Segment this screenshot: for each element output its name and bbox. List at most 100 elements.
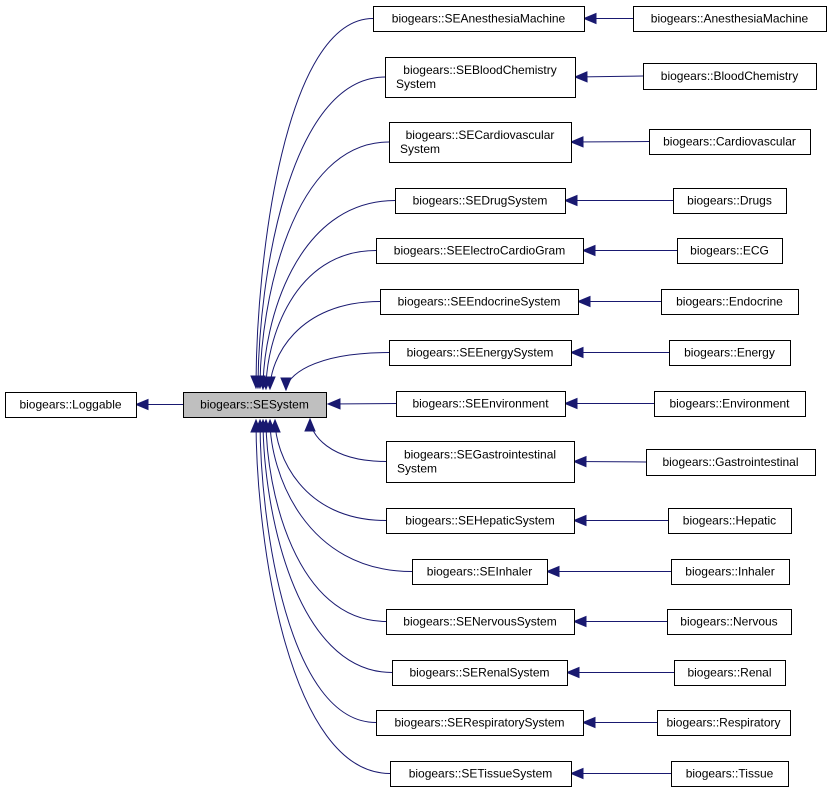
class-node-ecg[interactable]: biogears::ECG <box>677 238 783 264</box>
class-node-box-se_cardio <box>389 122 572 163</box>
edge-se_gastro-to-sesystem <box>309 418 387 462</box>
class-node-label-se_energy-0: biogears::SEEnergySystem <box>407 346 554 360</box>
arrowhead-renal-to-se_renal <box>565 666 580 679</box>
class-node-label-se_inhaler-0: biogears::SEInhaler <box>427 565 532 579</box>
edge-se_energy-to-sesystem <box>285 352 390 391</box>
class-node-label-drugs-0: biogears::Drugs <box>687 194 772 208</box>
class-node-label-ecg-0: biogears::ECG <box>690 244 769 258</box>
arrowhead-gastro-to-se_gastro <box>572 455 587 468</box>
class-node-gastro[interactable]: biogears::Gastrointestinal <box>646 449 816 476</box>
class-node-se_nervous[interactable]: biogears::SENervousSystem <box>386 609 575 635</box>
class-node-label-se_blood-0: biogears::SEBloodChemistry <box>403 63 556 77</box>
class-node-box-anesthesia <box>633 6 827 32</box>
class-node-endocrine[interactable]: biogears::Endocrine <box>661 289 799 315</box>
arrowhead-se_energy-to-sesystem <box>280 377 292 392</box>
class-node-box-drugs <box>673 188 787 214</box>
class-node-hepatic[interactable]: biogears::Hepatic <box>668 508 792 534</box>
class-node-label-tissue-0: biogears::Tissue <box>686 767 774 781</box>
class-node-renal[interactable]: biogears::Renal <box>674 660 786 686</box>
class-node-box-se_env <box>396 391 566 417</box>
edge-se_anesthesia-to-sesystem <box>255 18 374 389</box>
edge-cardio-to-se_cardio <box>570 141 650 143</box>
class-node-environment[interactable]: biogears::Environment <box>654 391 806 417</box>
class-node-sesystem[interactable]: biogears::SESystem <box>183 392 327 418</box>
class-node-tissue[interactable]: biogears::Tissue <box>671 761 789 787</box>
class-node-label-hepatic-0: biogears::Hepatic <box>683 514 776 528</box>
class-node-loggable[interactable]: biogears::Loggable <box>5 392 137 418</box>
arrowhead-nervous-to-se_nervous <box>572 615 587 628</box>
class-node-label-sesystem-0: biogears::SESystem <box>200 398 309 412</box>
class-node-box-se_tissue <box>390 761 572 787</box>
class-node-inhaler[interactable]: biogears::Inhaler <box>671 559 790 585</box>
arrowhead-ecg-to-se_ecg <box>581 244 596 257</box>
class-node-anesthesia[interactable]: biogears::AnesthesiaMachine <box>633 6 827 32</box>
class-node-box-tissue <box>671 761 789 787</box>
class-node-box-ecg <box>677 238 783 264</box>
class-node-label-se_cardio-0: biogears::SECardiovascular <box>406 128 555 142</box>
class-node-box-respiratory <box>657 710 791 736</box>
class-node-box-se_gastro <box>386 441 575 483</box>
arrowhead-anesthesia-to-se_anesthesia <box>582 12 597 25</box>
class-node-label-se_renal-0: biogears::SERenalSystem <box>409 666 549 680</box>
class-node-energy[interactable]: biogears::Energy <box>669 340 791 366</box>
class-node-se_energy[interactable]: biogears::SEEnergySystem <box>389 340 572 366</box>
class-node-box-renal <box>674 660 786 686</box>
class-node-box-se_ecg <box>376 238 584 264</box>
class-node-box-se_anesthesia <box>373 6 585 32</box>
class-node-label-se_anesthesia-0: biogears::SEAnesthesiaMachine <box>392 12 566 26</box>
class-node-se_renal[interactable]: biogears::SERenalSystem <box>392 660 568 686</box>
arrowhead-environment-to-se_env <box>563 397 578 410</box>
arrowhead-inhaler-to-se_inhaler <box>545 565 560 578</box>
class-node-label-energy-0: biogears::Energy <box>684 346 775 360</box>
class-node-se_ecg[interactable]: biogears::SEElectroCardioGram <box>376 238 584 264</box>
arrowhead-cardio-to-se_cardio <box>569 136 584 148</box>
class-node-label-se_env-0: biogears::SEEnvironment <box>412 397 549 411</box>
class-node-box-se_hepatic <box>386 508 575 534</box>
class-node-drugs[interactable]: biogears::Drugs <box>673 188 787 214</box>
class-node-box-energy <box>669 340 791 366</box>
edge-se_hepatic-to-sesystem <box>274 419 387 521</box>
class-node-se_hepatic[interactable]: biogears::SEHepaticSystem <box>386 508 575 534</box>
edge-se_cardio-to-sesystem <box>259 141 390 389</box>
class-node-nervous[interactable]: biogears::Nervous <box>667 609 792 635</box>
arrowhead-endocrine-to-se_endo <box>576 295 591 308</box>
class-node-label-environment-0: biogears::Environment <box>669 397 790 411</box>
class-node-se_env[interactable]: biogears::SEEnvironment <box>396 391 566 417</box>
class-node-label-se_cardio-1: System <box>400 142 440 156</box>
class-node-label-se_endo-0: biogears::SEEndocrineSystem <box>398 295 561 309</box>
class-node-label-inhaler-0: biogears::Inhaler <box>685 565 774 579</box>
class-node-se_resp[interactable]: biogears::SERespiratorySystem <box>376 710 584 736</box>
class-node-box-endocrine <box>661 289 799 315</box>
class-node-box-se_renal <box>392 660 568 686</box>
class-node-box-se_inhaler <box>412 559 548 585</box>
arrowhead-tissue-to-se_tissue <box>569 767 584 780</box>
edge-se_endo-to-sesystem <box>269 301 381 390</box>
class-node-box-environment <box>654 391 806 417</box>
class-node-blood[interactable]: biogears::BloodChemistry <box>643 63 817 90</box>
class-node-label-se_gastro-1: System <box>397 462 437 476</box>
class-node-label-respiratory-0: biogears::Respiratory <box>666 716 780 730</box>
arrowhead-hepatic-to-se_hepatic <box>572 514 587 527</box>
arrowhead-se_endo-to-sesystem <box>264 376 276 391</box>
class-node-se_drug[interactable]: biogears::SEDrugSystem <box>395 188 566 214</box>
class-node-se_endo[interactable]: biogears::SEEndocrineSystem <box>380 289 579 315</box>
class-node-label-se_drug-0: biogears::SEDrugSystem <box>413 194 548 208</box>
class-node-label-anesthesia-0: biogears::AnesthesiaMachine <box>651 12 809 26</box>
class-node-se_inhaler[interactable]: biogears::SEInhaler <box>412 559 548 585</box>
arrowhead-se_env-to-sesystem <box>326 398 341 410</box>
class-node-label-blood-0: biogears::BloodChemistry <box>661 69 798 83</box>
class-node-label-se_gastro-0: biogears::SEGastrointestinal <box>404 448 556 462</box>
edge-se_ecg-to-sesystem <box>265 250 377 390</box>
class-node-box-se_endo <box>380 289 579 315</box>
class-node-cardio[interactable]: biogears::Cardiovascular <box>649 129 811 155</box>
arrowhead-se_tissue-to-sesystem <box>250 418 262 433</box>
class-node-respiratory[interactable]: biogears::Respiratory <box>657 710 791 736</box>
class-node-se_tissue[interactable]: biogears::SETissueSystem <box>390 761 572 787</box>
arrowhead-blood-to-se_blood <box>573 71 588 83</box>
class-node-se_anesthesia[interactable]: biogears::SEAnesthesiaMachine <box>373 6 585 32</box>
edge-se_tissue-to-sesystem <box>255 419 391 774</box>
